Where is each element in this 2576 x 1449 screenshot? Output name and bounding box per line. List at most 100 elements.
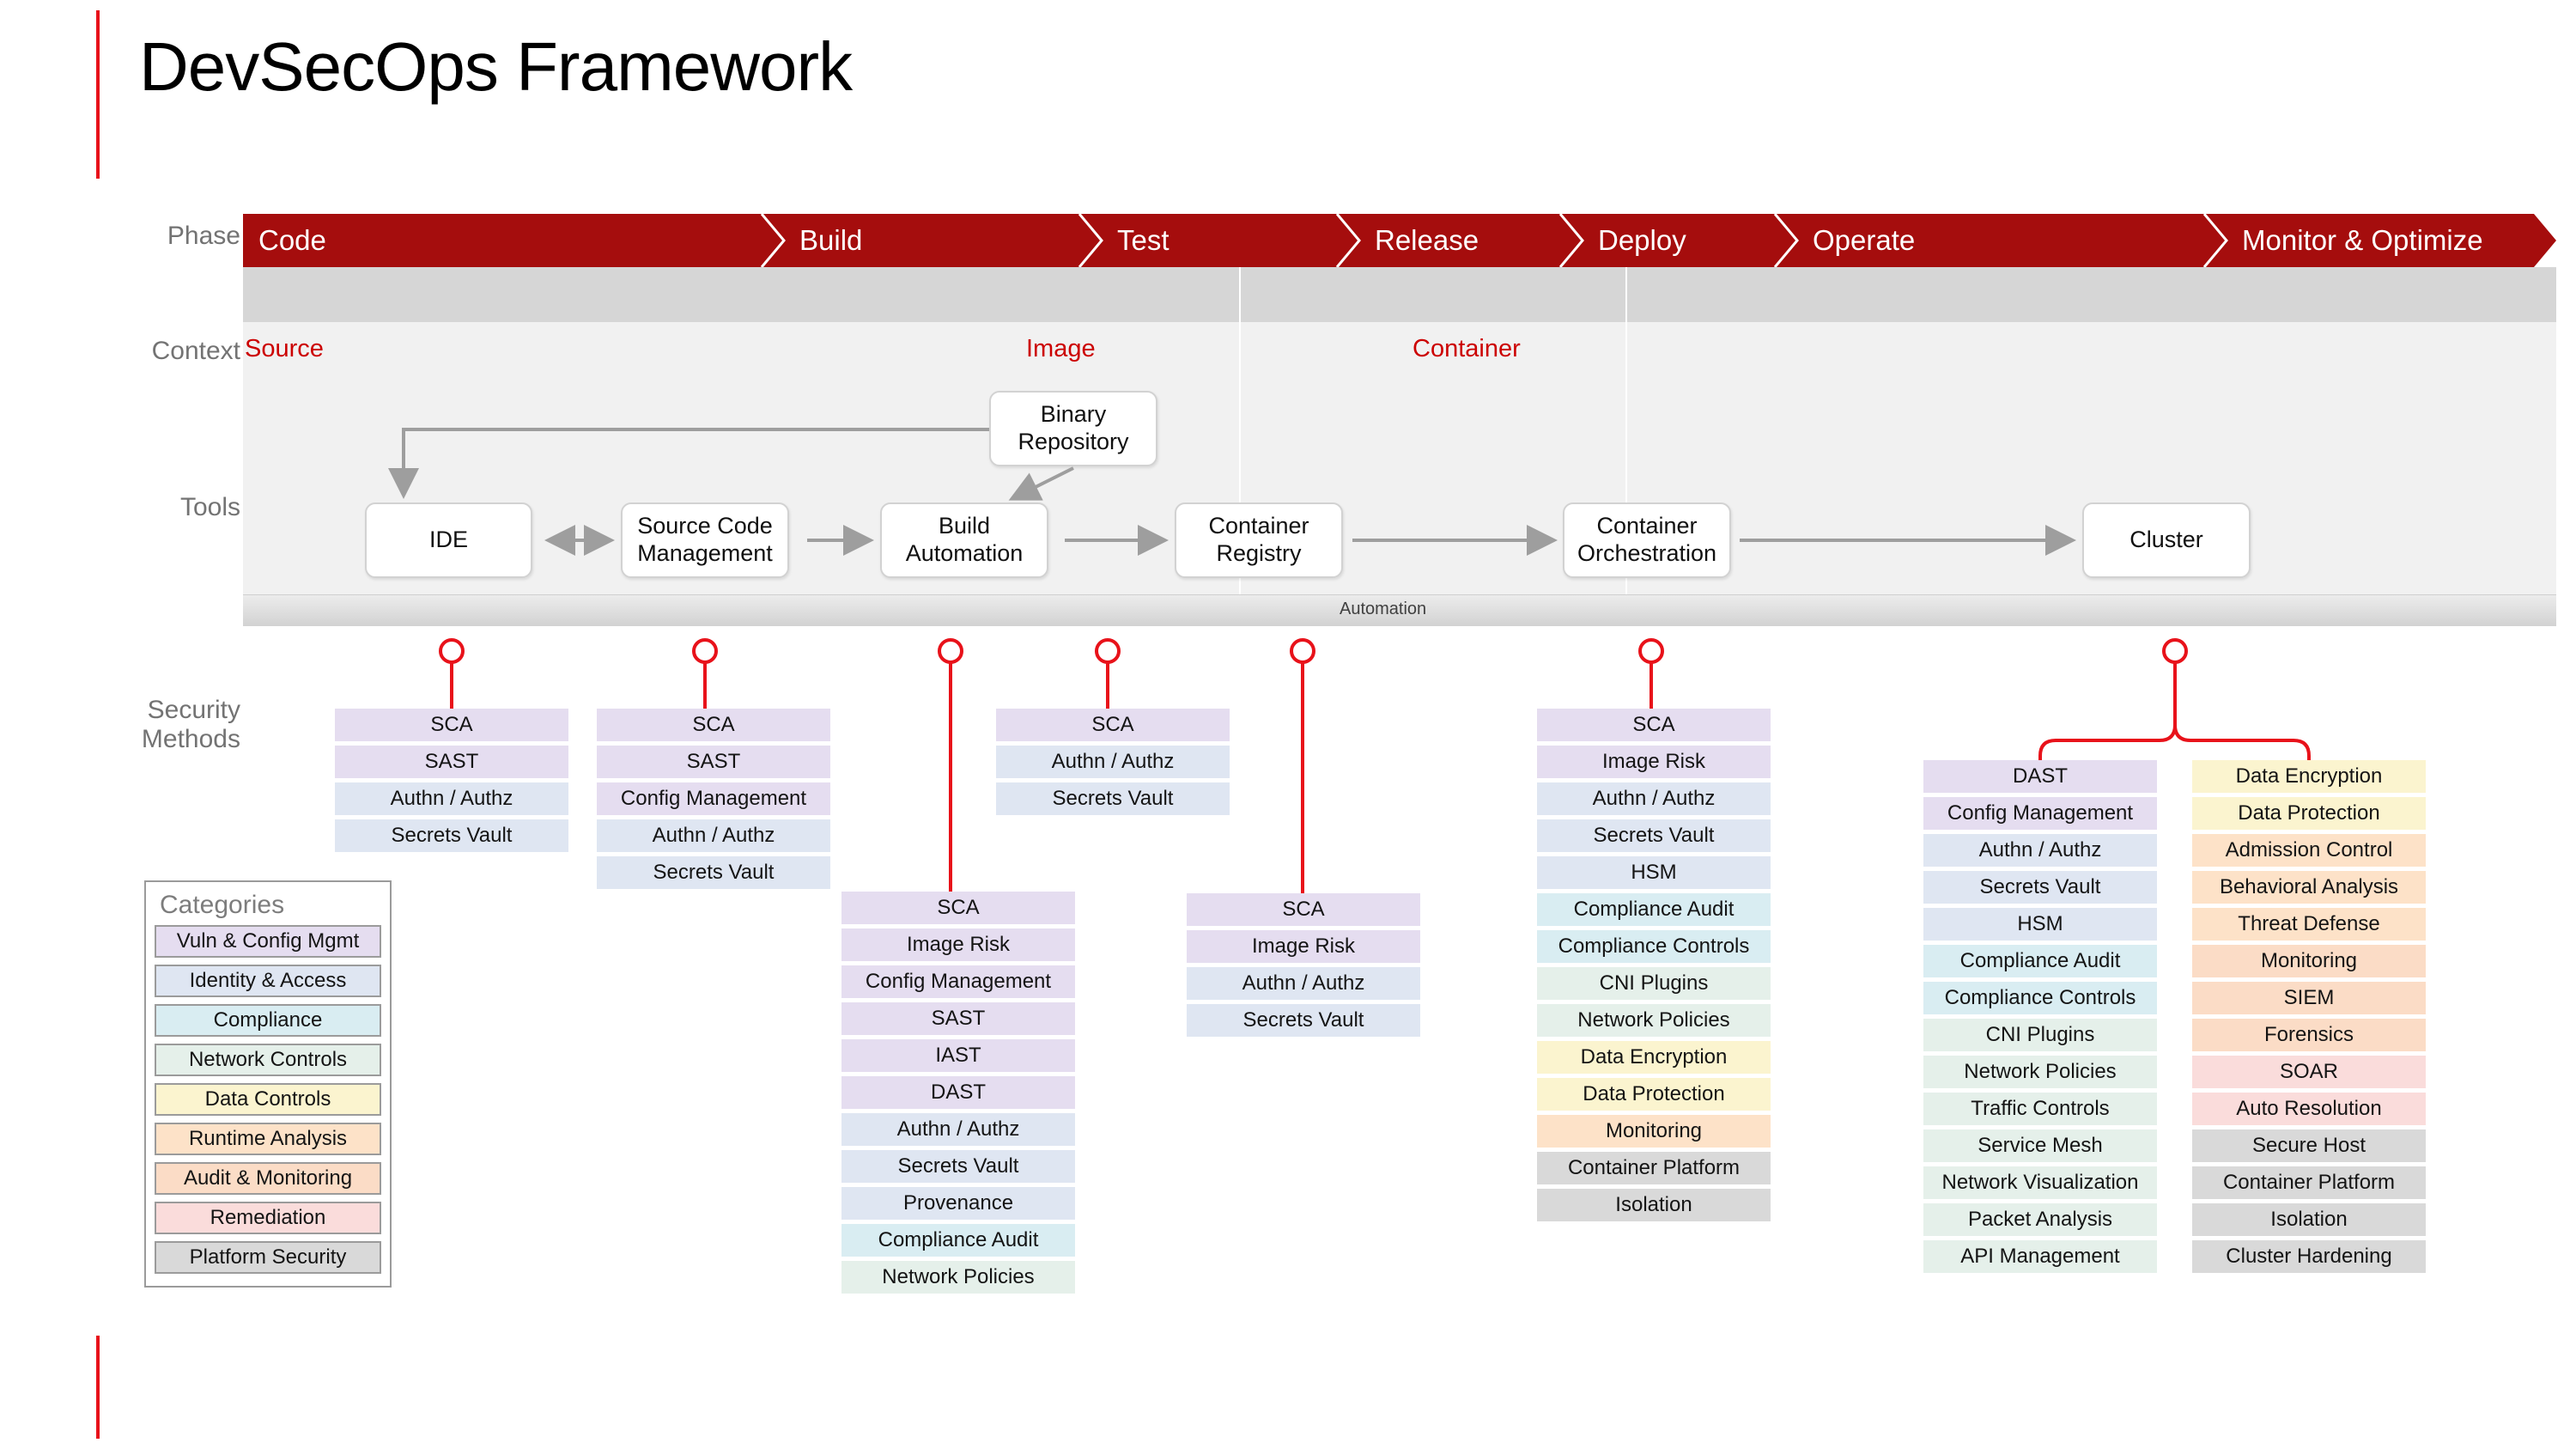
security-item[interactable]: Authn / Authz <box>841 1113 1075 1146</box>
phase-label-deploy[interactable]: Deploy <box>1598 224 1686 256</box>
security-item[interactable]: Image Risk <box>841 928 1075 961</box>
security-item[interactable]: Authn / Authz <box>597 819 830 852</box>
security-item[interactable]: Secrets Vault <box>1187 1004 1420 1037</box>
security-item[interactable]: Packet Analysis <box>1923 1203 2157 1236</box>
phase-label-build[interactable]: Build <box>799 224 863 256</box>
security-item[interactable]: Image Risk <box>1537 746 1771 778</box>
security-item[interactable]: Network Visualization <box>1923 1166 2157 1199</box>
category-item[interactable]: Audit & Monitoring <box>155 1162 381 1195</box>
security-item[interactable]: Secrets Vault <box>597 856 830 889</box>
context-divider <box>1239 267 1241 614</box>
security-item[interactable]: Data Encryption <box>2192 760 2426 793</box>
security-item[interactable]: Auto Resolution <box>2192 1093 2426 1125</box>
phase-label-test[interactable]: Test <box>1117 224 1170 256</box>
category-item[interactable]: Platform Security <box>155 1241 381 1274</box>
security-item[interactable]: Authn / Authz <box>1923 834 2157 867</box>
security-item[interactable]: Threat Defense <box>2192 908 2426 941</box>
tool-box-cluster[interactable]: Cluster <box>2082 502 2251 578</box>
security-item[interactable]: Compliance Controls <box>1537 930 1771 963</box>
security-item[interactable]: Image Risk <box>1187 930 1420 963</box>
security-item[interactable]: CNI Plugins <box>1537 967 1771 1000</box>
security-item[interactable]: Secrets Vault <box>841 1150 1075 1183</box>
security-item[interactable]: Authn / Authz <box>1537 782 1771 815</box>
security-item[interactable]: Isolation <box>1537 1189 1771 1221</box>
category-item[interactable]: Compliance <box>155 1004 381 1037</box>
security-item[interactable]: Compliance Audit <box>1537 893 1771 926</box>
security-item[interactable]: Network Policies <box>1923 1056 2157 1088</box>
categories-title: Categories <box>160 891 285 919</box>
category-item[interactable]: Network Controls <box>155 1044 381 1076</box>
security-item[interactable]: SCA <box>1187 893 1420 926</box>
security-item[interactable]: SAST <box>841 1002 1075 1035</box>
security-item[interactable]: Compliance Controls <box>1923 982 2157 1014</box>
security-item[interactable]: Network Policies <box>1537 1004 1771 1037</box>
security-item[interactable]: Provenance <box>841 1187 1075 1220</box>
category-item[interactable]: Vuln & Config Mgmt <box>155 925 381 958</box>
security-item[interactable]: SCA <box>1537 709 1771 741</box>
security-item[interactable]: Config Management <box>1923 797 2157 830</box>
security-item[interactable]: Monitoring <box>1537 1115 1771 1148</box>
category-item[interactable]: Data Controls <box>155 1083 381 1116</box>
security-item[interactable]: Secrets Vault <box>996 782 1230 815</box>
security-item[interactable]: Data Encryption <box>1537 1041 1771 1074</box>
row-label-tools: Tools <box>179 493 240 521</box>
security-item[interactable]: Behavioral Analysis <box>2192 871 2426 904</box>
security-item[interactable]: Isolation <box>2192 1203 2426 1236</box>
security-item[interactable]: Monitoring <box>2192 945 2426 977</box>
security-item[interactable]: DAST <box>841 1076 1075 1109</box>
phase-label-operate[interactable]: Operate <box>1813 224 1916 256</box>
security-item[interactable]: Authn / Authz <box>1187 967 1420 1000</box>
security-item[interactable]: HSM <box>1923 908 2157 941</box>
security-item[interactable]: SAST <box>597 746 830 778</box>
security-item[interactable]: Forensics <box>2192 1019 2426 1051</box>
security-item[interactable]: HSM <box>1537 856 1771 889</box>
context-label-source: Source <box>245 335 324 362</box>
security-item[interactable]: Compliance Audit <box>1923 945 2157 977</box>
security-item[interactable]: Data Protection <box>1537 1078 1771 1111</box>
automation-label: Automation <box>1340 600 1427 618</box>
security-item[interactable]: Container Platform <box>2192 1166 2426 1199</box>
tool-box-ide[interactable]: IDE <box>365 502 532 578</box>
security-item[interactable]: CNI Plugins <box>1923 1019 2157 1051</box>
security-item[interactable]: Secrets Vault <box>1537 819 1771 852</box>
security-item[interactable]: Config Management <box>841 965 1075 998</box>
security-item[interactable]: SCA <box>996 709 1230 741</box>
security-item[interactable]: Compliance Audit <box>841 1224 1075 1257</box>
security-item[interactable]: Data Protection <box>2192 797 2426 830</box>
security-item[interactable]: Service Mesh <box>1923 1129 2157 1162</box>
security-item[interactable]: SCA <box>335 709 568 741</box>
phase-label-monitor-optimize[interactable]: Monitor & Optimize <box>2242 224 2483 256</box>
security-item[interactable]: SCA <box>841 892 1075 924</box>
security-item[interactable]: IAST <box>841 1039 1075 1072</box>
security-item[interactable]: SCA <box>597 709 830 741</box>
context-divider <box>1625 267 1627 614</box>
phase-label-release[interactable]: Release <box>1375 224 1479 256</box>
security-item[interactable]: Container Platform <box>1537 1152 1771 1184</box>
security-item[interactable]: Network Policies <box>841 1261 1075 1294</box>
security-item[interactable]: Authn / Authz <box>996 746 1230 778</box>
security-item[interactable]: Traffic Controls <box>1923 1093 2157 1125</box>
security-item[interactable]: DAST <box>1923 760 2157 793</box>
security-item[interactable]: API Management <box>1923 1240 2157 1273</box>
security-item[interactable]: Cluster Hardening <box>2192 1240 2426 1273</box>
phase-label-code[interactable]: Code <box>258 224 326 256</box>
category-item[interactable]: Runtime Analysis <box>155 1123 381 1155</box>
category-item[interactable]: Identity & Access <box>155 965 381 997</box>
security-item[interactable]: Secure Host <box>2192 1129 2426 1162</box>
security-item[interactable]: Secrets Vault <box>1923 871 2157 904</box>
security-item[interactable]: Secrets Vault <box>335 819 568 852</box>
security-item[interactable]: SIEM <box>2192 982 2426 1014</box>
category-item[interactable]: Remediation <box>155 1202 381 1234</box>
security-item[interactable]: SAST <box>335 746 568 778</box>
accent-rule-bottom <box>96 1336 100 1439</box>
security-item[interactable]: Config Management <box>597 782 830 815</box>
security-item[interactable]: Admission Control <box>2192 834 2426 867</box>
security-item[interactable]: SOAR <box>2192 1056 2426 1088</box>
security-item[interactable]: Authn / Authz <box>335 782 568 815</box>
